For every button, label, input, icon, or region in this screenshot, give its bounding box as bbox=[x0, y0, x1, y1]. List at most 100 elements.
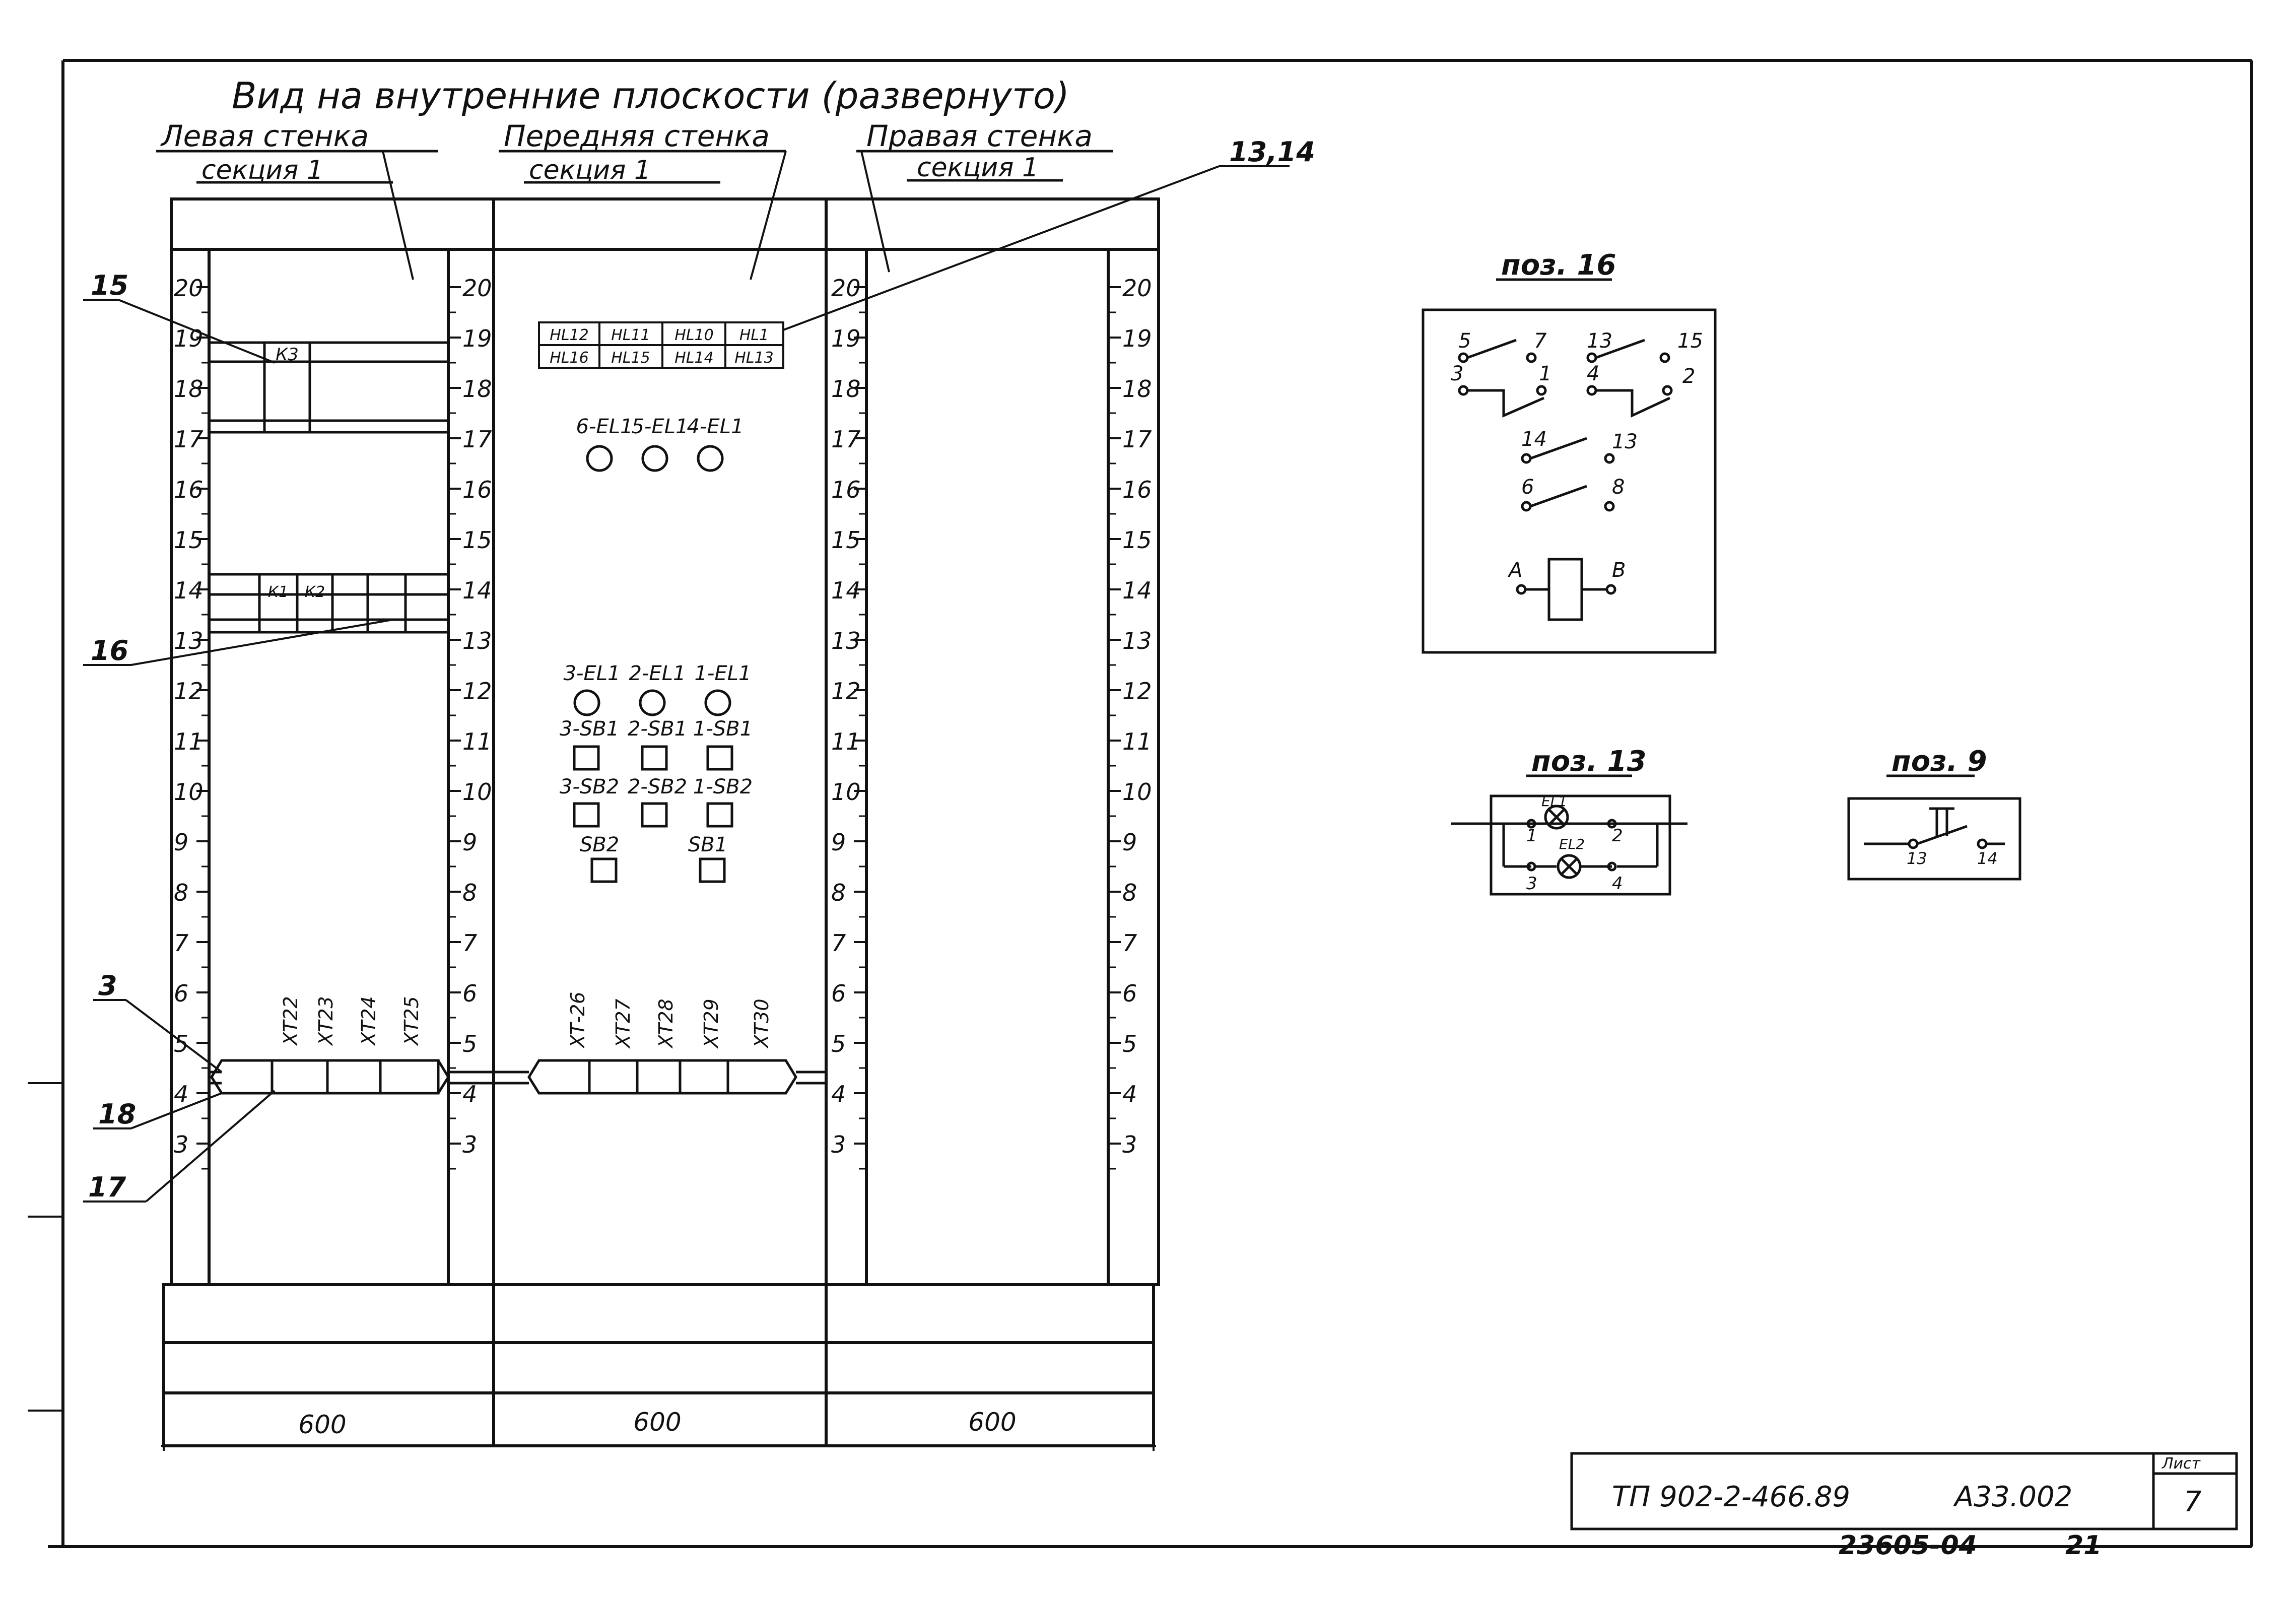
dim-width-front: 600 bbox=[633, 1408, 681, 1437]
callout-16: 16 bbox=[91, 635, 128, 666]
scale-number: 7 bbox=[462, 929, 477, 957]
scale-number: 4 bbox=[462, 1081, 477, 1108]
pushbutton bbox=[573, 802, 600, 828]
scale-number: 4 bbox=[174, 1081, 188, 1108]
scale-number: 18 bbox=[1122, 375, 1152, 403]
pin-number: 3 bbox=[1526, 874, 1537, 894]
pos13-box bbox=[1451, 794, 1687, 896]
terminal-label-front: ХТ-26 bbox=[567, 992, 589, 1049]
hl-label: HL12 bbox=[550, 326, 588, 344]
pushbutton bbox=[573, 745, 600, 771]
scale-number: 10 bbox=[174, 778, 204, 806]
scale-number: 3 bbox=[174, 1131, 188, 1158]
stamp-inventory: 23605-04 bbox=[1839, 1530, 1977, 1561]
pos13-title: поз. 13 bbox=[1531, 745, 1646, 778]
contact-number: 13 bbox=[1587, 329, 1612, 353]
scale-number: 8 bbox=[831, 879, 846, 906]
hl-label: HL13 bbox=[734, 349, 773, 367]
scale-number: 17 bbox=[174, 426, 204, 453]
scale-number: 19 bbox=[174, 325, 204, 352]
scale-number: 18 bbox=[831, 375, 861, 403]
lamp-label: EL1 bbox=[1541, 793, 1567, 810]
stamp-sheet-label: Лист bbox=[2162, 1455, 2201, 1473]
hl-label: HL14 bbox=[674, 349, 713, 367]
pushbutton bbox=[641, 802, 668, 828]
scale-number: 16 bbox=[174, 476, 204, 503]
pos16-box bbox=[1422, 308, 1717, 654]
stamp-sheet-number: 7 bbox=[2184, 1486, 2202, 1518]
scale-number: 11 bbox=[1122, 728, 1152, 755]
stamp-number: 21 bbox=[2065, 1530, 2102, 1561]
lamp-indicator bbox=[573, 689, 600, 716]
stamp-code: А33.002 bbox=[1953, 1481, 2072, 1513]
hl-label: HL10 bbox=[674, 326, 713, 344]
wall-section-left: секция 1 bbox=[201, 155, 323, 185]
lamp-label: 3-EL1 bbox=[564, 662, 621, 685]
scale-number: 6 bbox=[462, 980, 477, 1007]
scale-number: 16 bbox=[462, 476, 492, 503]
contact-number: 15 bbox=[1677, 329, 1703, 353]
pushbutton bbox=[590, 857, 618, 883]
dim-width-left: 600 bbox=[298, 1410, 346, 1439]
scale-number: 15 bbox=[1122, 526, 1152, 554]
scale-number: 10 bbox=[831, 778, 861, 806]
scale-number: 12 bbox=[462, 678, 492, 705]
pos9-box bbox=[1847, 797, 2021, 881]
scale-number: 9 bbox=[174, 829, 188, 856]
scale-number: 3 bbox=[462, 1131, 477, 1158]
scale-number: 13 bbox=[1122, 627, 1152, 654]
scale-number: 13 bbox=[831, 627, 861, 654]
scale-number: 18 bbox=[174, 375, 204, 403]
contact-number: 4 bbox=[1587, 362, 1599, 385]
button-label: 2-SB1 bbox=[628, 717, 687, 741]
button-label: 1-SB2 bbox=[693, 775, 753, 798]
scale-number: 5 bbox=[831, 1030, 846, 1057]
lamp-indicator bbox=[586, 445, 613, 472]
coil-terminal: В bbox=[1612, 559, 1626, 582]
terminal-label-front: ХТ29 bbox=[700, 998, 722, 1049]
lamp-label: 2-EL1 bbox=[629, 662, 686, 685]
button-label: SB1 bbox=[688, 833, 727, 856]
contact-number: 5 bbox=[1458, 329, 1471, 353]
pin-number: 1 bbox=[1526, 826, 1537, 846]
hl-label: HL11 bbox=[611, 326, 650, 344]
terminal-block-front bbox=[494, 1059, 826, 1095]
scale-number: 12 bbox=[831, 678, 861, 705]
pin-number: 14 bbox=[1977, 849, 1998, 868]
pos9-title: поз. 9 bbox=[1892, 745, 1987, 778]
scale-number: 7 bbox=[831, 929, 846, 957]
lamp-indicator bbox=[704, 689, 731, 716]
pushbutton bbox=[699, 857, 726, 883]
button-label: 3-SB2 bbox=[560, 775, 619, 798]
contact-number: 1 bbox=[1539, 362, 1551, 385]
callout-13-14: 13,14 bbox=[1229, 136, 1315, 168]
scale-number: 17 bbox=[462, 426, 492, 453]
panel-structure bbox=[161, 197, 1160, 1451]
wall-section-right: секция 1 bbox=[917, 153, 1039, 183]
lamp-label: 5-EL1 bbox=[632, 415, 689, 438]
leader-lines bbox=[83, 151, 1290, 1203]
scale-number: 15 bbox=[831, 526, 861, 554]
contact-number: 8 bbox=[1612, 476, 1625, 499]
scale-number: 4 bbox=[1122, 1081, 1137, 1108]
terminal-label-front: ХТ30 bbox=[751, 998, 773, 1049]
hl-label: HL16 bbox=[550, 349, 588, 367]
scale-number: 20 bbox=[1122, 275, 1152, 302]
sheet-frame bbox=[28, 59, 2253, 1548]
wall-name-left: Левая стенка bbox=[160, 119, 369, 153]
button-label: 1-SB1 bbox=[693, 717, 753, 741]
callout-3: 3 bbox=[98, 970, 117, 1002]
scale-number: 14 bbox=[462, 577, 492, 604]
scale-number: 18 bbox=[462, 375, 492, 403]
scale-number: 11 bbox=[462, 728, 492, 755]
relay-k3 bbox=[209, 341, 448, 434]
contact-number: 3 bbox=[1451, 362, 1463, 385]
scale-number: 12 bbox=[1122, 678, 1152, 705]
scale-number: 8 bbox=[174, 879, 188, 906]
scale-number: 19 bbox=[462, 325, 492, 352]
relay-k1-label: К1 bbox=[268, 583, 288, 601]
button-label: SB2 bbox=[580, 833, 619, 856]
